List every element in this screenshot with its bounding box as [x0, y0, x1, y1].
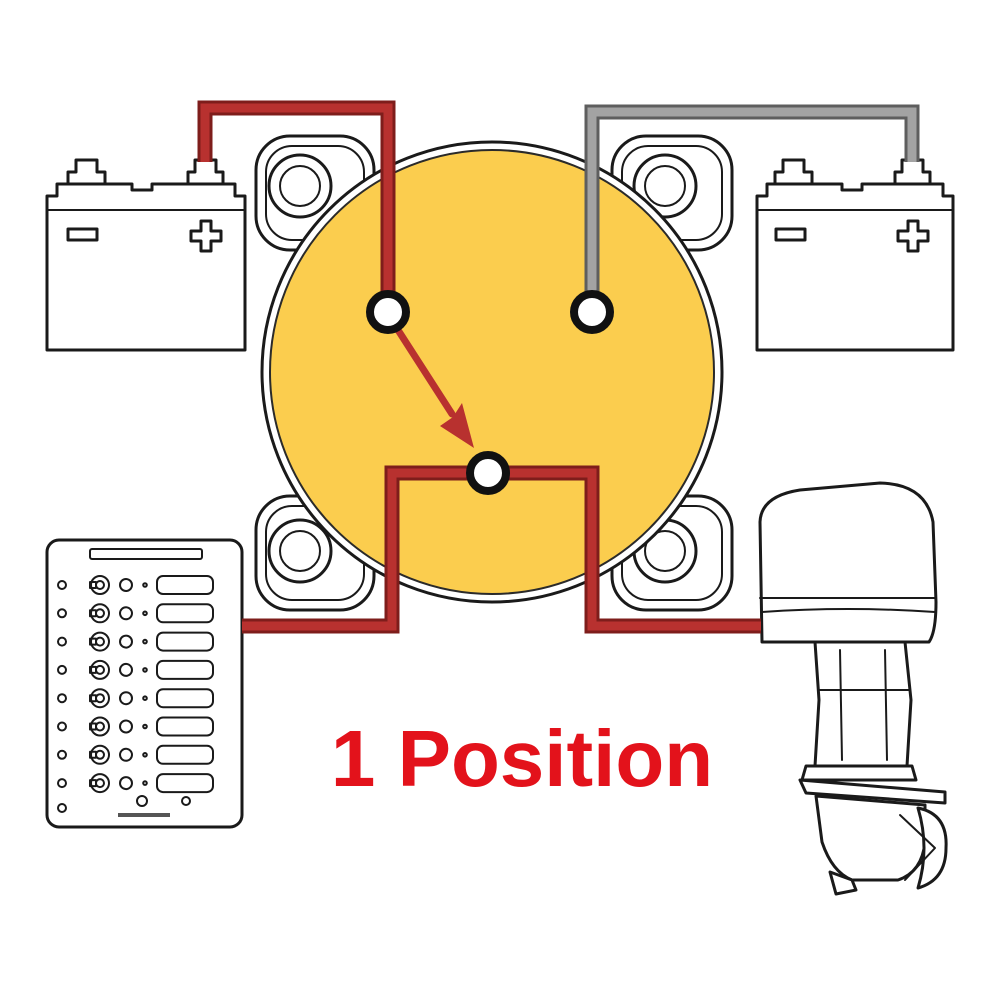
- panel-switch-master: [136, 795, 148, 807]
- panel-rocker-switch: [156, 773, 214, 794]
- panel-fuse-tab: [89, 609, 97, 618]
- panel-dot: [142, 723, 148, 730]
- panel-dot: [142, 695, 148, 702]
- positive-terminal: [893, 158, 932, 188]
- panel-fuse-tab: [89, 637, 97, 646]
- panel-dot: [142, 638, 148, 645]
- mounting-hole: [267, 153, 333, 219]
- panel-rocker-switch: [156, 659, 214, 680]
- panel-dot: [142, 752, 148, 758]
- wire-to-panel: [242, 465, 472, 634]
- panel-rocker-switch: [156, 744, 214, 765]
- position-caption: 1 Position: [331, 714, 713, 803]
- terminal-battery-1: [366, 290, 410, 334]
- motor-band: [800, 764, 918, 782]
- panel-screw: [57, 721, 67, 732]
- terminal-common: [466, 451, 510, 495]
- panel-dot: [142, 582, 148, 588]
- panel-dot: [142, 667, 148, 673]
- mounting-hole: [632, 153, 698, 219]
- panel-screw: [57, 636, 67, 647]
- terminal-battery-2: [570, 290, 614, 334]
- panel-screw: [57, 693, 67, 704]
- panel-fuse-tab: [89, 694, 97, 703]
- wire-battery-right-positive: [584, 104, 920, 298]
- plus-icon: [896, 219, 930, 253]
- motor-skeg: [828, 870, 858, 896]
- panel-screw: [57, 580, 67, 590]
- minus-icon: [774, 227, 807, 242]
- panel-fuse-tab: [89, 581, 97, 589]
- panel-rocker-switch: [156, 716, 214, 737]
- motor-gearcase: [814, 794, 927, 882]
- battery-left: [45, 158, 247, 352]
- panel-indicator: [119, 662, 133, 677]
- motor-midsection: [813, 640, 913, 768]
- panel-switch-row: [57, 631, 214, 652]
- panel-rocker-switch: [156, 575, 214, 595]
- panel-switch-row: [57, 773, 214, 794]
- plus-icon: [189, 219, 223, 253]
- wire-to-motor: [505, 465, 761, 634]
- panel-switch-row: [57, 603, 214, 624]
- panel-indicator: [119, 691, 133, 706]
- panel-dot: [142, 610, 148, 617]
- panel-screw: [57, 778, 67, 789]
- anti-cavitation-plate: [798, 778, 947, 805]
- battery-case: [45, 182, 247, 352]
- minus-icon: [66, 227, 99, 242]
- panel-label-strip: [89, 548, 203, 560]
- panel-indicator: [181, 796, 191, 806]
- panel-switch-row: [57, 688, 214, 709]
- negative-terminal: [66, 158, 107, 188]
- panel-rocker-switch: [156, 603, 214, 624]
- panel-switch-row: [57, 716, 214, 737]
- battery-right: [755, 158, 955, 352]
- negative-terminal: [773, 158, 814, 188]
- switch-panel: [45, 538, 244, 829]
- panel-rows: [57, 575, 214, 794]
- panel-screw: [57, 664, 67, 675]
- panel-dot: [142, 780, 148, 786]
- panel-fuse-tab: [89, 722, 97, 731]
- panel-indicator: [119, 747, 133, 762]
- mounting-hole: [267, 518, 333, 584]
- battery-case: [755, 182, 955, 352]
- panel-brand-mark: [118, 813, 170, 817]
- switch-housing: [254, 134, 734, 612]
- propeller: [916, 806, 948, 890]
- panel-fuse-tab: [89, 779, 97, 788]
- wire-battery-left-positive: [197, 100, 396, 298]
- panel-indicator: [119, 606, 133, 621]
- panel-indicator: [119, 719, 133, 734]
- panel-screw: [57, 749, 67, 760]
- panel-switch-row: [57, 659, 214, 680]
- panel-switch-row: [57, 744, 214, 765]
- switch-face: [269, 149, 715, 595]
- positive-terminal: [186, 158, 225, 188]
- panel-screw: [57, 608, 67, 619]
- panel-indicator: [119, 776, 133, 791]
- panel-rocker-switch: [156, 631, 214, 652]
- panel-fuse-tab: [89, 750, 97, 759]
- arrow-icon: [394, 326, 474, 448]
- panel-indicator: [119, 634, 133, 649]
- outboard-motor: [758, 481, 948, 896]
- panel-indicator: [119, 578, 133, 592]
- panel-screw: [57, 803, 67, 813]
- panel-rocker-switch: [156, 688, 214, 709]
- motor-cowling: [758, 481, 938, 644]
- panel-fuse-tab: [89, 665, 97, 674]
- panel-switch-row: [57, 575, 214, 595]
